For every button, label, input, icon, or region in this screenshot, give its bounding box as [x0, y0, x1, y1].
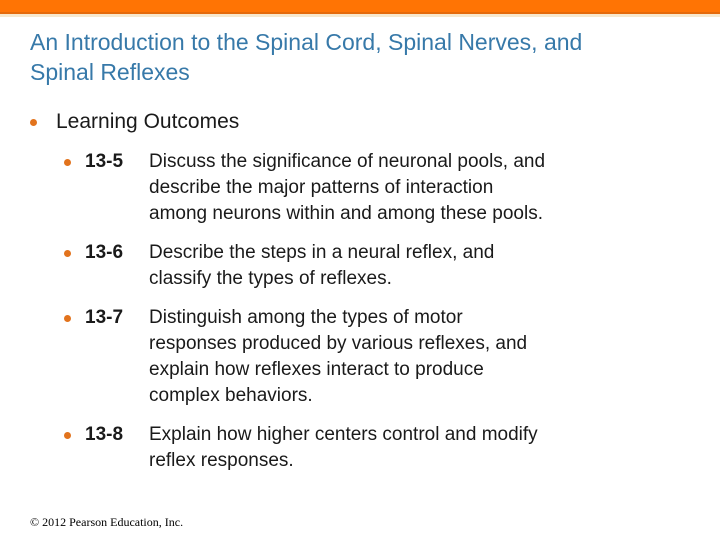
outcome-item-13-6: 13-6 Describe the steps in a neural refl… [64, 240, 700, 292]
outcome-number: 13-6 [85, 242, 124, 263]
bullet-icon [64, 315, 71, 322]
bullet-icon [64, 250, 71, 257]
top-accent-bar-cream-stripe [0, 14, 720, 17]
bullet-icon [64, 159, 71, 166]
learning-outcomes-heading: Learning Outcomes [56, 110, 240, 133]
outcome-item-13-8: 13-8 Explain how higher centers control … [64, 422, 700, 474]
top-accent-bar-edge [0, 12, 720, 14]
bullet-icon [30, 119, 37, 126]
outcome-item-13-5: 13-5 Discuss the significance of neurona… [64, 149, 700, 227]
slide-title: An Introduction to the Spinal Cord, Spin… [30, 29, 583, 85]
outcome-text: Describe the steps in a neural reflex, a… [149, 242, 495, 289]
outcome-number: 13-8 [85, 424, 124, 445]
outcome-text: Explain how higher centers control and m… [149, 424, 538, 471]
outcome-item-13-7: 13-7 Distinguish among the types of moto… [64, 305, 700, 409]
learning-outcomes-heading-row: Learning Outcomes [30, 109, 690, 135]
outcome-text: Distinguish among the types of motor res… [149, 307, 528, 406]
outcome-number: 13-7 [85, 307, 124, 328]
outcome-text: Discuss the significance of neuronal poo… [149, 151, 546, 224]
bullet-icon [64, 432, 71, 439]
copyright-footer: © 2012 Pearson Education, Inc. [30, 515, 184, 529]
outcome-number: 13-5 [85, 151, 124, 172]
top-accent-bar [0, 0, 720, 12]
